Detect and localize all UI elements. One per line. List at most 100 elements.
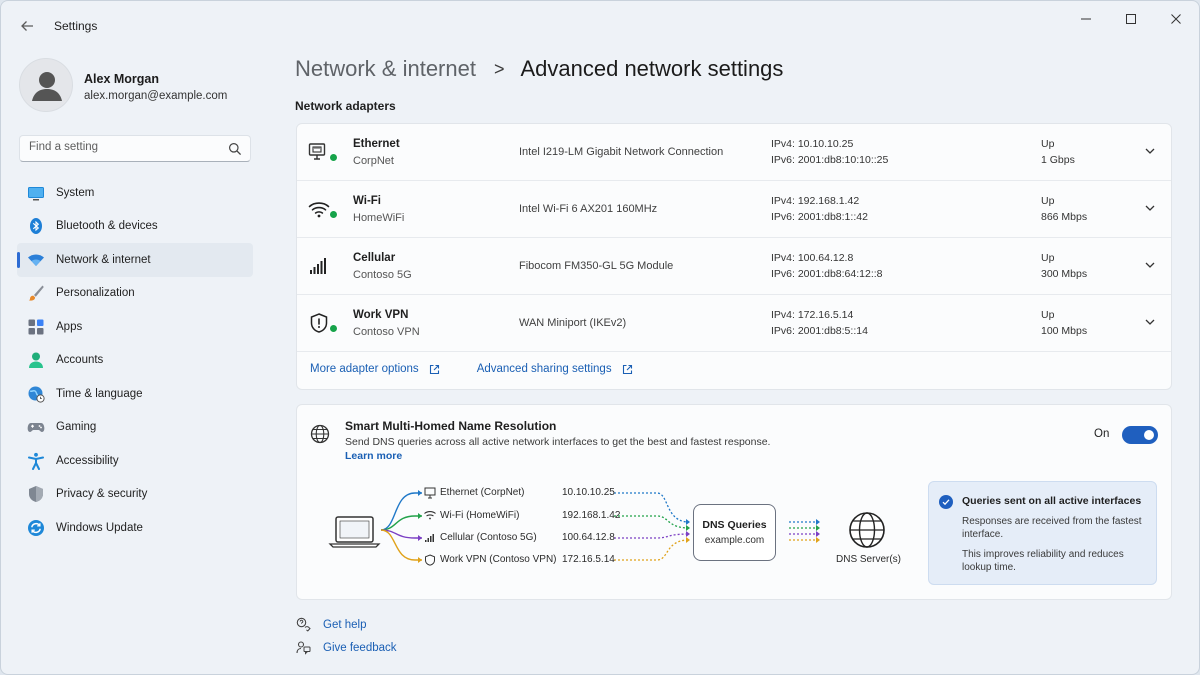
dns-queries-box: DNS Queries example.com	[693, 504, 776, 561]
smart-description: Send DNS queries across all active netwo…	[345, 436, 771, 448]
person-icon	[27, 351, 45, 369]
laptop-icon	[328, 516, 381, 548]
adapter-row-vpn[interactable]: Work VPN Contoso VPN WAN Miniport (IKEv2…	[297, 295, 1171, 352]
adapter-speed: 866 Mbps	[1041, 211, 1088, 223]
link-wifi	[380, 515, 422, 531]
adapter-speed: 1 Gbps	[1041, 154, 1075, 166]
info-line-2: This improves reliability and reduces lo…	[962, 549, 1124, 573]
sidebar-item-apps[interactable]: Apps	[17, 310, 253, 344]
sidebar-item-time-language[interactable]: Time & language	[17, 377, 253, 411]
sidebar-item-windows-update[interactable]: Windows Update	[17, 511, 253, 545]
sidebar-item-bluetooth[interactable]: Bluetooth & devices	[17, 210, 253, 244]
user-email: alex.morgan@example.com	[84, 90, 228, 102]
dns-server-label: DNS Server(s)	[836, 554, 902, 565]
interface-label: Cellular (Contoso 5G)	[440, 532, 537, 543]
sidebar-item-network[interactable]: Network & internet	[17, 243, 253, 277]
search-icon[interactable]	[228, 142, 242, 156]
app-title: Settings	[54, 19, 98, 33]
open-external-icon	[429, 364, 439, 374]
adapter-device: Fibocom FM350-GL 5G Module	[519, 260, 674, 272]
adapter-ipv6: IPv6: 2001:db8:10:10::25	[771, 154, 889, 166]
chevron-down-icon[interactable]	[1143, 315, 1157, 329]
network-adapters-card: Ethernet CorpNet Intel I219-LM Gigabit N…	[296, 123, 1172, 390]
cellular-icon	[308, 255, 330, 277]
user-name: Alex Morgan	[84, 72, 160, 86]
wifi-icon	[308, 198, 330, 220]
check-circle-icon	[939, 495, 953, 509]
adapter-row-cellular[interactable]: Cellular Contoso 5G Fibocom FM350-GL 5G …	[297, 238, 1171, 295]
breadcrumb-separator: >	[493, 58, 505, 79]
page-title: Advanced network settings	[520, 56, 784, 81]
adapter-row-wifi[interactable]: Wi-Fi HomeWiFi Intel Wi-Fi 6 AX201 160MH…	[297, 181, 1171, 238]
wifi-icon	[27, 251, 45, 269]
sidebar-item-privacy[interactable]: Privacy & security	[17, 478, 253, 512]
sidebar-item-accessibility[interactable]: Accessibility	[17, 444, 253, 478]
status-connected-dot	[329, 153, 338, 162]
minimize-icon	[1081, 18, 1091, 20]
adapter-name: Ethernet	[353, 138, 400, 150]
advanced-sharing-settings-link[interactable]: Advanced sharing settings	[477, 363, 633, 375]
adapter-ipv4: IPv4: 192.168.1.42	[771, 195, 860, 207]
adapter-links: More adapter options Advanced sharing se…	[310, 363, 633, 375]
sidebar-item-accounts[interactable]: Accounts	[17, 344, 253, 378]
sidebar-item-system[interactable]: System	[17, 176, 253, 210]
interface-label: Wi-Fi (HomeWiFi)	[440, 510, 520, 521]
adapter-name: Cellular	[353, 252, 396, 264]
title-bar: Settings	[1, 1, 1199, 51]
sidebar-item-personalization[interactable]: Personalization	[17, 277, 253, 311]
globe-clock-icon	[27, 385, 45, 403]
dns-flow-diagram: Ethernet (CorpNet) Wi-Fi (HomeWiFi) Cell…	[297, 405, 1173, 601]
brush-icon	[27, 284, 45, 302]
maximize-button[interactable]	[1108, 7, 1154, 31]
more-adapter-options-link[interactable]: More adapter options	[310, 363, 440, 375]
wifi-small-icon	[424, 511, 436, 520]
search-input[interactable]	[29, 141, 219, 153]
adapter-ipv6: IPv6: 2001:db8:1::42	[771, 211, 868, 223]
learn-more-link[interactable]: Learn more	[345, 450, 403, 462]
adapter-device: Intel Wi-Fi 6 AX201 160MHz	[519, 203, 658, 215]
sidebar-item-gaming[interactable]: Gaming	[17, 411, 253, 445]
bluetooth-icon	[27, 217, 45, 235]
adapter-speed: 100 Mbps	[1041, 325, 1088, 337]
status-connected-dot	[329, 324, 338, 333]
user-profile[interactable]: Alex Morgan alex.morgan@example.com	[19, 58, 259, 114]
adapter-speed: 300 Mbps	[1041, 268, 1088, 280]
gamepad-icon	[27, 418, 45, 436]
search-box[interactable]	[19, 135, 251, 162]
breadcrumb-parent-link[interactable]: Network & internet	[295, 56, 476, 81]
close-icon	[1171, 14, 1181, 24]
apps-icon	[27, 318, 45, 336]
close-button[interactable]	[1153, 7, 1199, 31]
back-button[interactable]	[15, 15, 39, 37]
update-icon	[27, 519, 45, 537]
status-connected-dot	[329, 210, 338, 219]
adapter-ipv6: IPv6: 2001:db8:5::14	[771, 325, 868, 337]
adapter-state: Up	[1041, 195, 1055, 207]
interface-ip: 192.168.1.42	[562, 510, 621, 521]
breadcrumb: Network & internet > Advanced network se…	[295, 54, 783, 84]
info-title: Queries sent on all active interfaces	[962, 495, 1142, 507]
adapter-row-ethernet[interactable]: Ethernet CorpNet Intel I219-LM Gigabit N…	[297, 124, 1171, 181]
ethernet-icon	[308, 141, 330, 163]
get-help-link[interactable]: Get help	[296, 613, 397, 636]
link-ethernet	[380, 492, 422, 531]
adapter-ipv4: IPv4: 10.10.10.25	[771, 138, 854, 150]
interface-label: Ethernet (CorpNet)	[440, 487, 525, 498]
minimize-button[interactable]	[1063, 7, 1109, 31]
adapter-network: Contoso 5G	[353, 269, 412, 281]
adapter-name: Work VPN	[353, 309, 409, 321]
chevron-down-icon[interactable]	[1143, 201, 1157, 215]
chevron-down-icon[interactable]	[1143, 258, 1157, 272]
cellular-small-icon	[425, 534, 434, 542]
ethernet-small-icon	[424, 487, 436, 499]
adapter-ipv4: IPv4: 172.16.5.14	[771, 309, 854, 321]
chevron-down-icon[interactable]	[1143, 144, 1157, 158]
smart-resolution-toggle[interactable]	[1122, 426, 1158, 444]
adapter-ipv4: IPv4: 100.64.12.8	[771, 252, 854, 264]
avatar	[19, 58, 73, 112]
help-links: Get help Give feedback	[296, 613, 397, 659]
adapter-state: Up	[1041, 309, 1055, 321]
give-feedback-link[interactable]: Give feedback	[296, 636, 397, 659]
smart-name-resolution-card: Smart Multi-Homed Name Resolution Send D…	[296, 404, 1172, 600]
